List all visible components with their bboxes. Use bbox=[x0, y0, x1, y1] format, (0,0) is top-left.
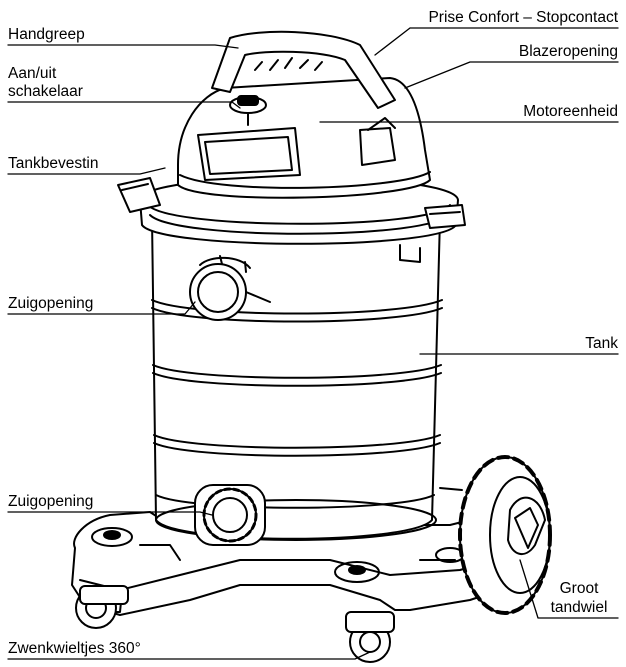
carry-handle bbox=[211, 30, 396, 109]
label-blazeropening: Blazeropening bbox=[518, 43, 618, 60]
tank-body bbox=[151, 217, 443, 541]
leader-zwenkwieltjes bbox=[7, 651, 371, 660]
label-aanuit-line2: schakelaar bbox=[8, 83, 83, 100]
leader-aanuit bbox=[7, 101, 241, 109]
label-tank: Tank bbox=[585, 335, 618, 352]
label-zuigopening-bottom: Zuigopening bbox=[8, 493, 94, 510]
leader-blazeropening bbox=[404, 61, 619, 89]
label-prise-confort: Prise Confort – Stopcontact bbox=[428, 9, 618, 26]
power-switch bbox=[229, 95, 267, 126]
label-zwenkwieltjes: Zwenkwieltjes 360° bbox=[8, 640, 141, 657]
leader-handgreep bbox=[7, 44, 239, 49]
leader-groot-tandwiel bbox=[519, 559, 619, 619]
large-wheel bbox=[439, 455, 552, 615]
leader-zuigopening-bottom bbox=[7, 511, 213, 516]
leader-tankbevestin bbox=[7, 167, 166, 175]
suction-inlet-top bbox=[189, 255, 271, 321]
suction-inlet-bottom bbox=[194, 484, 266, 546]
swivel-castors bbox=[75, 585, 395, 663]
leader-zuigopening-top bbox=[7, 301, 196, 315]
label-aanuit-line1: Aan/uit bbox=[8, 65, 57, 82]
leader-prise bbox=[374, 27, 619, 56]
label-motoreenheid: Motoreenheid bbox=[523, 103, 618, 120]
label-zuigopening-top: Zuigopening bbox=[8, 295, 94, 312]
label-handgreep: Handgreep bbox=[8, 26, 85, 43]
castor-left bbox=[75, 585, 129, 629]
label-groot-line1: Groot bbox=[559, 580, 599, 597]
leader-lines bbox=[7, 27, 619, 660]
label-tankbevestin: Tankbevestin bbox=[8, 155, 99, 172]
label-groot-line2: tandwiel bbox=[550, 599, 608, 616]
castor-center bbox=[345, 611, 395, 663]
